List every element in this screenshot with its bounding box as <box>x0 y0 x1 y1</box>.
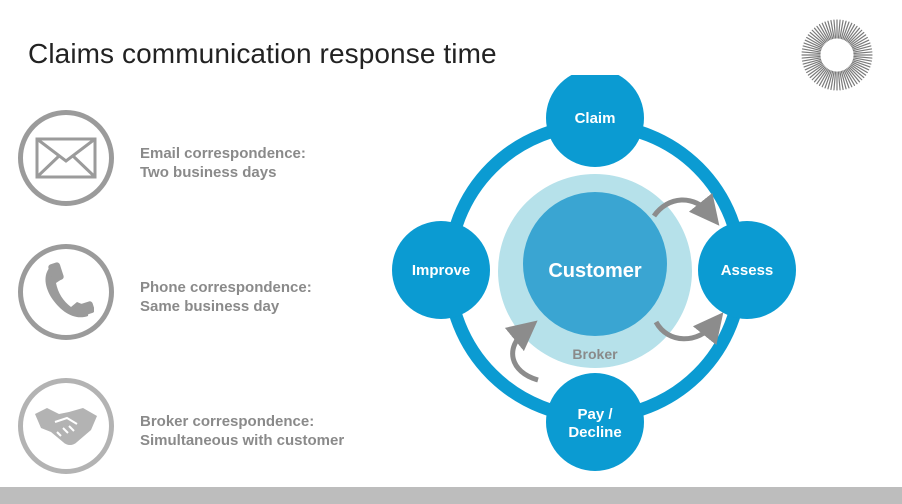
email-response-time: Two business days <box>140 164 277 181</box>
claims-cycle-diagram: Customer Broker Claim Assess Pay / Decli… <box>392 75 796 471</box>
node-pay-decline: Pay / Decline <box>546 373 644 471</box>
phone-icon-circle <box>18 244 114 340</box>
broker-channel: Broker correspondence: Simultaneous with… <box>18 378 438 488</box>
arrow-pay-to-improve <box>504 320 539 383</box>
phone-channel: Phone correspondence: Same business day <box>18 244 438 354</box>
node-improve-label: Improve <box>412 262 470 279</box>
node-pay-label-line1: Pay / <box>577 406 613 423</box>
envelope-icon <box>35 137 97 179</box>
broker-response-time: Simultaneous with customer <box>140 432 345 449</box>
customer-circle <box>523 192 667 336</box>
node-pay-label-line2: Decline <box>568 424 621 441</box>
page-title: Claims communication response time <box>28 38 497 69</box>
handshake-icon <box>35 408 97 445</box>
customer-label: Customer <box>548 260 642 282</box>
node-claim-label: Claim <box>575 110 616 127</box>
sunburst-logo <box>801 19 873 91</box>
node-assess-label: Assess <box>721 262 774 279</box>
email-label: Email correspondence: <box>140 145 306 162</box>
node-claim: Claim <box>546 75 644 167</box>
phone-label: Phone correspondence: <box>140 279 312 296</box>
node-assess: Assess <box>698 221 796 319</box>
email-channel: Email correspondence: Two business days <box>18 110 438 220</box>
broker-ring-label: Broker <box>572 346 618 362</box>
email-icon-circle <box>18 110 114 206</box>
arrow-claim-to-assess <box>651 192 720 226</box>
arrow-assess-to-pay <box>653 312 724 346</box>
broker-label: Broker correspondence: <box>140 413 315 430</box>
email-text: Email correspondence: Two business days <box>140 144 306 182</box>
node-improve: Improve <box>392 221 490 319</box>
phone-text: Phone correspondence: Same business day <box>140 278 312 316</box>
phone-icon <box>45 262 94 318</box>
broker-text: Broker correspondence: Simultaneous with… <box>140 412 344 450</box>
footer-bar <box>0 487 902 504</box>
phone-response-time: Same business day <box>140 298 280 315</box>
handshake-icon-circle <box>18 378 114 474</box>
